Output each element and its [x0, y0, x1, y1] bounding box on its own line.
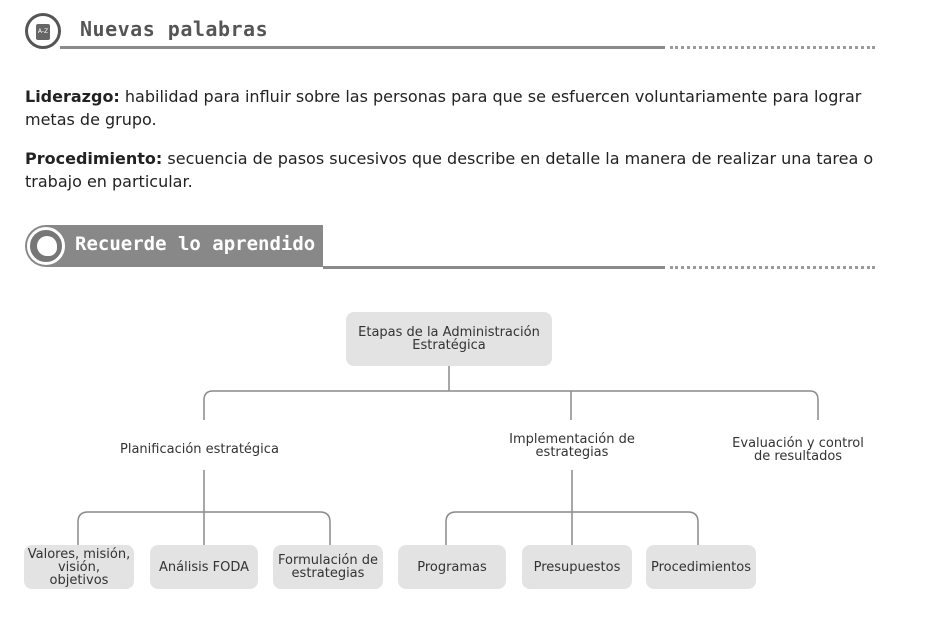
- leaf-node-formulacion: Formulación de estrategias: [273, 545, 383, 589]
- book-badge: A-Z: [36, 24, 50, 40]
- branch-label-text: Implementación de estrategias: [509, 432, 635, 460]
- branch-label-planificacion: Planificación estratégica: [120, 442, 279, 457]
- definition-procedimiento: Procedimiento: secuencia de pasos sucesi…: [25, 147, 875, 193]
- definition-text: secuencia de pasos sucesivos que describ…: [25, 149, 874, 191]
- leaf-node-label: Valores, misión, visión, objetivos: [27, 546, 131, 588]
- branch-label-evaluacion: Evaluación y control de resultados: [728, 437, 868, 463]
- dictionary-icon: A-Z: [25, 13, 61, 49]
- leaf-node-presupuestos: Presupuestos: [522, 545, 632, 589]
- leaf-node-label: Análisis FODA: [159, 559, 249, 575]
- section-banner-recuerde: Recuerde lo aprendido: [25, 225, 323, 267]
- root-node-label: Etapas de la Administración Estratégica: [358, 325, 540, 353]
- leaf-node-label: Presupuestos: [533, 559, 621, 575]
- section-rule: [323, 266, 665, 269]
- leaf-node-label: Formulación de estrategias: [278, 553, 378, 581]
- definition-term: Procedimiento:: [25, 149, 163, 168]
- head-brain-icon: [27, 227, 65, 265]
- branch-label-text: Evaluación y control de resultados: [732, 436, 864, 464]
- leaf-node-label: Programas: [417, 559, 487, 575]
- section-rule: [60, 46, 665, 49]
- leaf-node-foda: Análisis FODA: [150, 545, 258, 589]
- section-title-nuevas-palabras: Nuevas palabras: [80, 17, 269, 41]
- root-node: Etapas de la Administración Estratégica: [346, 312, 552, 366]
- definition-liderazgo: Liderazgo: habilidad para influir sobre …: [25, 85, 875, 131]
- leaf-node-programas: Programas: [398, 545, 506, 589]
- leaf-node-label: Procedimientos: [651, 559, 751, 575]
- leaf-node-procedimientos: Procedimientos: [646, 545, 756, 589]
- section-rule-dots: [670, 46, 875, 49]
- branch-label-implementacion: Implementación de estrategias: [502, 433, 642, 459]
- definition-term: Liderazgo:: [25, 87, 120, 106]
- level1-bracket: [203, 390, 819, 420]
- leaf-node-valores: Valores, misión, visión, objetivos: [24, 545, 134, 589]
- definition-text: habilidad para influir sobre las persona…: [25, 87, 862, 129]
- section-rule-dots: [670, 266, 875, 269]
- section-title-recuerde: Recuerde lo aprendido: [75, 233, 316, 255]
